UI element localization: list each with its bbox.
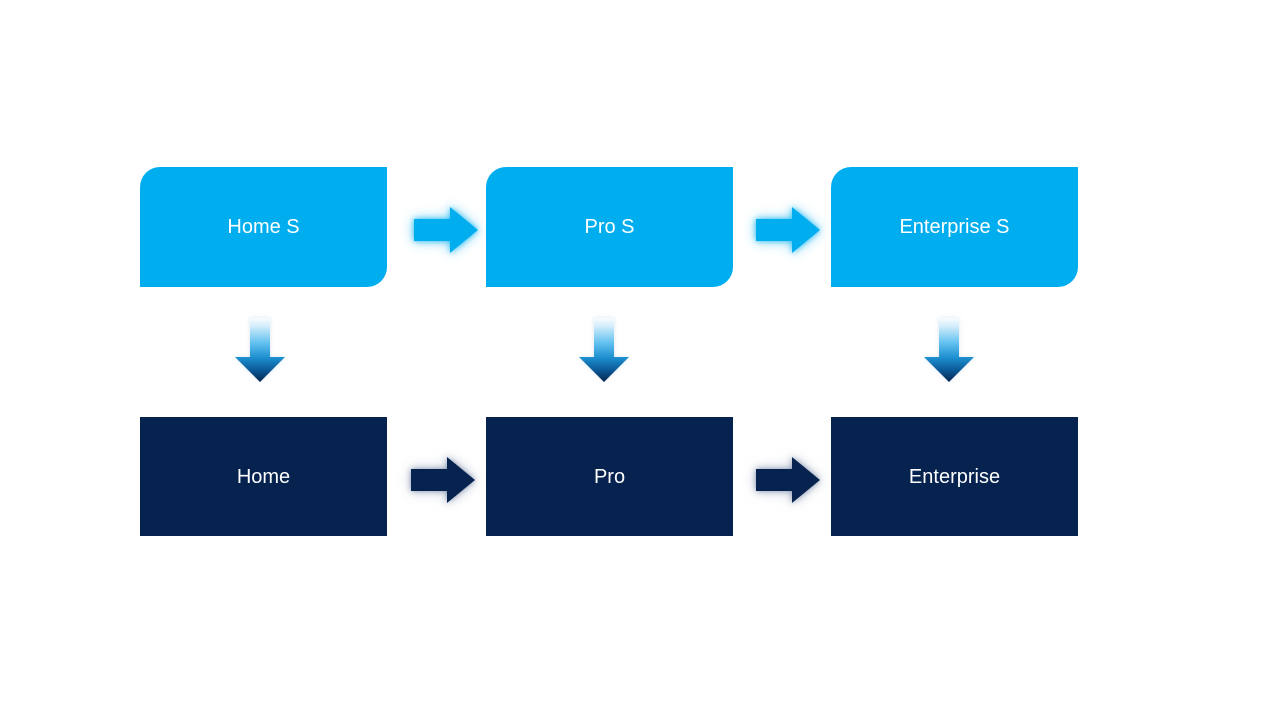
- node-pro: Pro: [486, 417, 733, 536]
- node-enterprise: Enterprise: [831, 417, 1078, 536]
- node-enterprise-label: Enterprise: [908, 465, 1001, 488]
- node-enterprise-s-label: Enterprise S: [899, 216, 1010, 238]
- node-home-s-label: Home S: [227, 216, 300, 238]
- right-arrow-icon: [756, 457, 820, 503]
- node-home-label: Home: [236, 465, 291, 488]
- right-arrow-icon: [411, 457, 475, 503]
- down-arrow-icon: [579, 318, 629, 382]
- down-arrow-icon: [924, 318, 974, 382]
- node-pro-s: Pro S: [486, 167, 733, 287]
- right-arrow-icon: [414, 207, 478, 253]
- node-enterprise-s: Enterprise S: [831, 167, 1078, 287]
- down-arrow-icon: [235, 318, 285, 382]
- node-home-s: Home S: [140, 167, 387, 287]
- right-arrow-icon: [756, 207, 820, 253]
- node-home: Home: [140, 417, 387, 536]
- node-pro-label: Pro: [593, 465, 626, 488]
- node-pro-s-label: Pro S: [584, 216, 635, 238]
